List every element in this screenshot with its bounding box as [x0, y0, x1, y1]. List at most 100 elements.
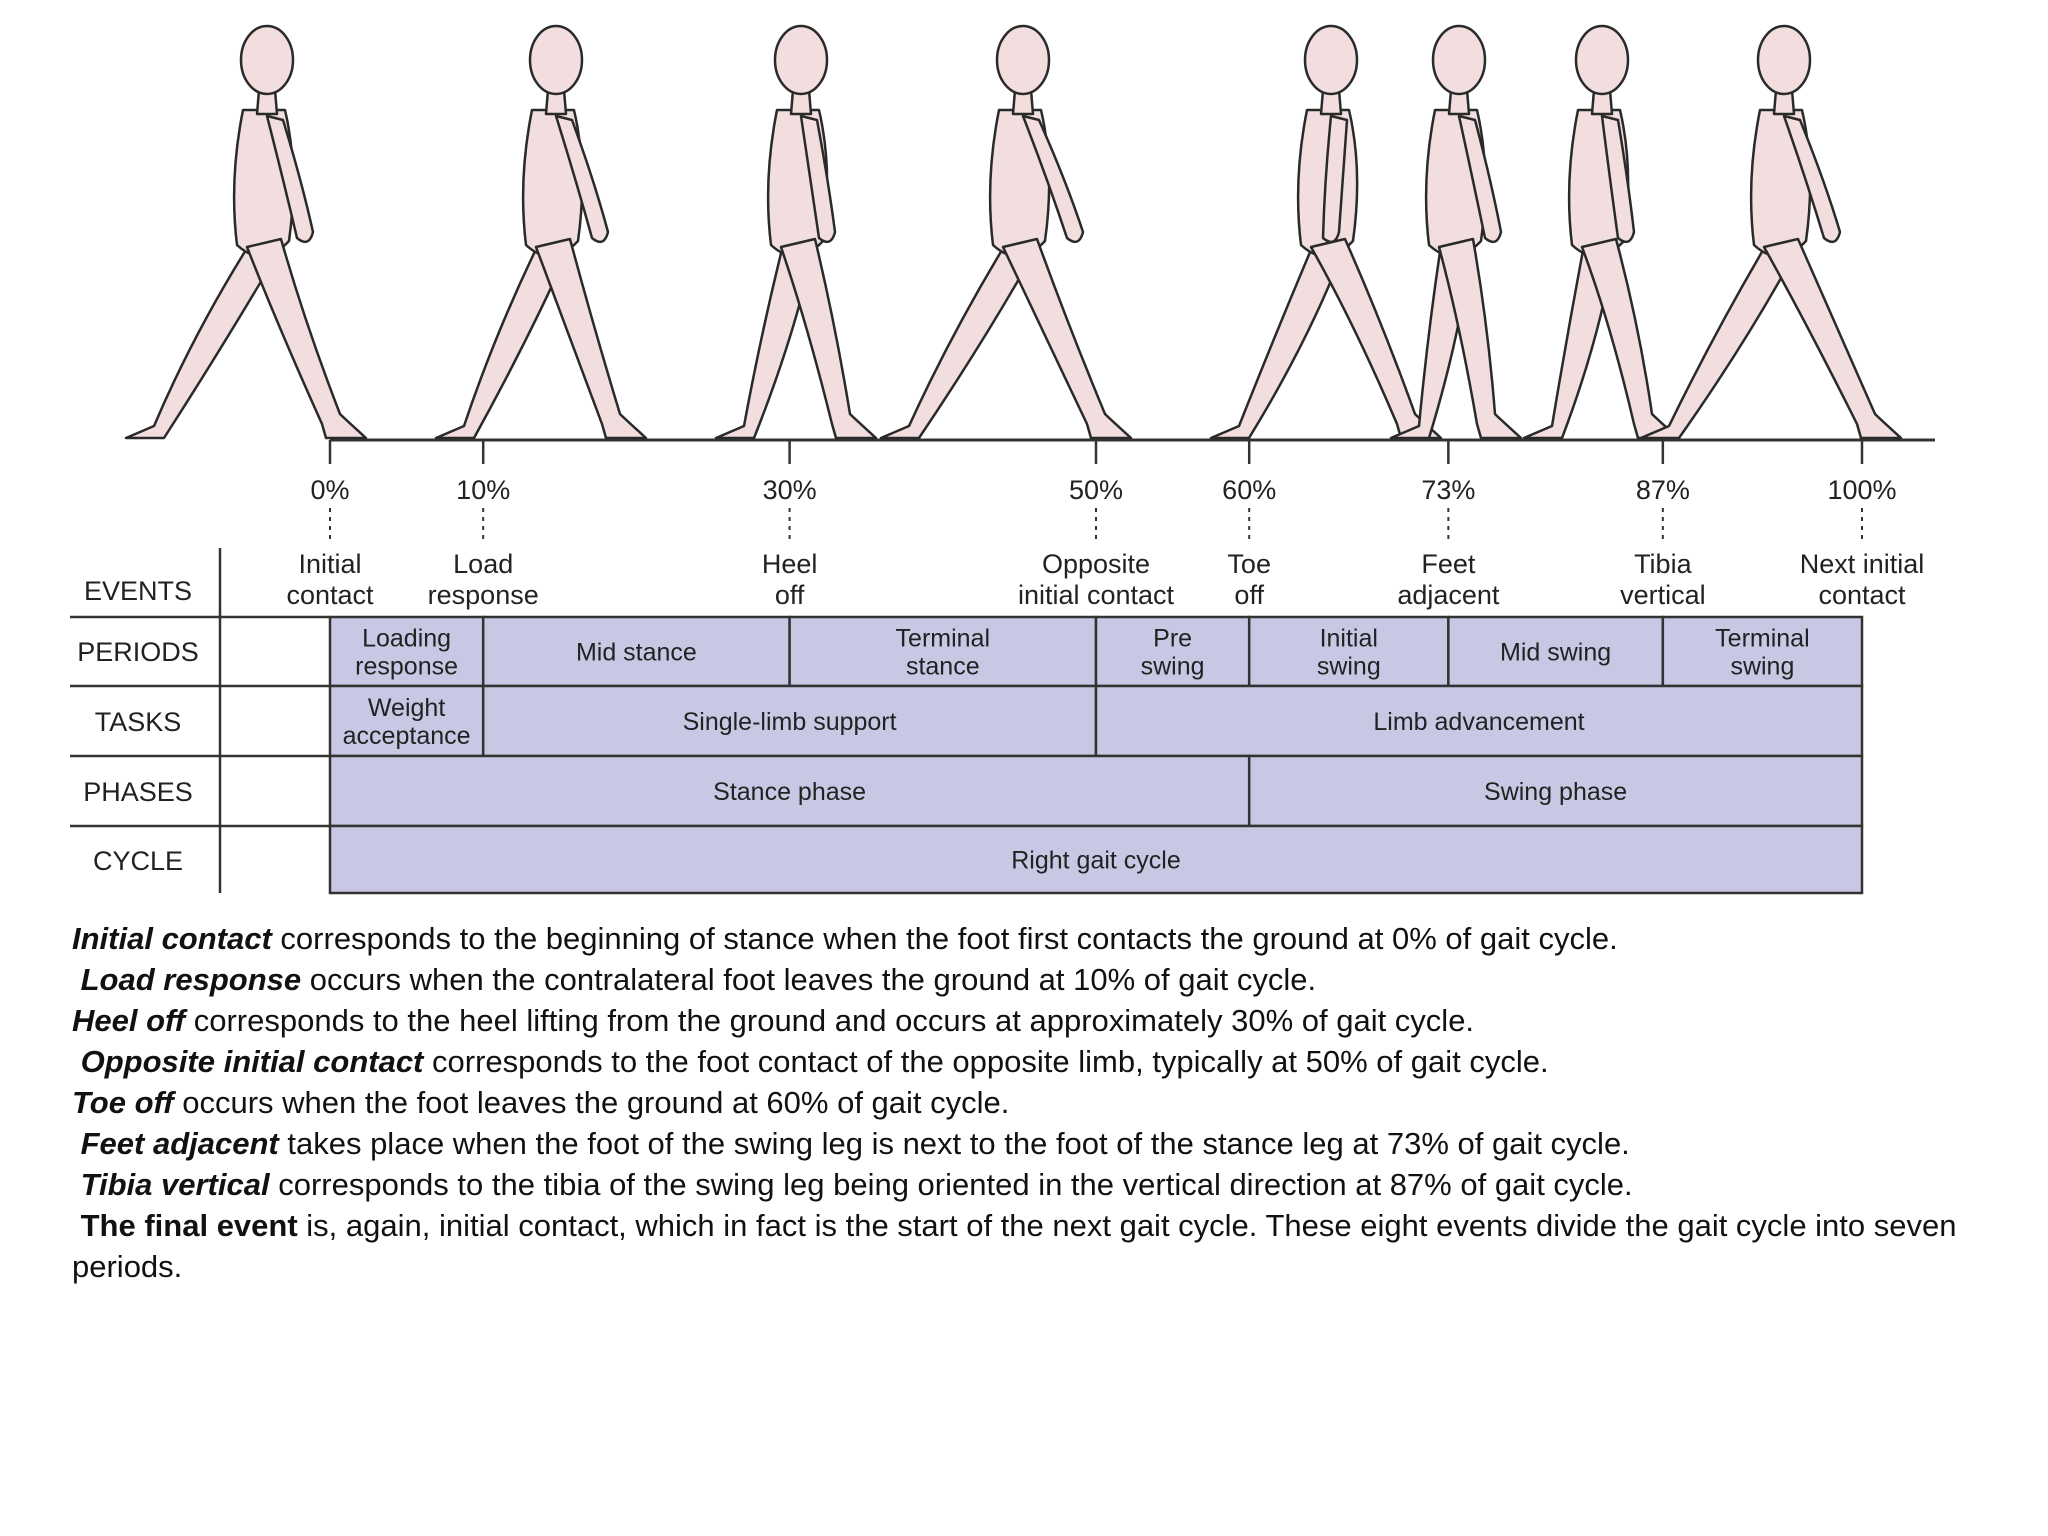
arm [1021, 114, 1085, 244]
arm [1457, 114, 1503, 244]
caption-term: Initial contact [72, 921, 272, 956]
caption-line: Toe off occurs when the foot leaves the … [72, 1082, 2032, 1123]
arm [1321, 114, 1349, 244]
event-label: Next initial [1800, 549, 1925, 579]
event-label: contact [286, 580, 374, 610]
tasks-label: Limb advancement [1373, 708, 1584, 736]
arm [265, 114, 315, 244]
walking-figure [1522, 24, 1680, 440]
caption-desc: corresponds to the heel lifting from the… [185, 1003, 1475, 1038]
walking-figures-illustration [124, 24, 1935, 442]
periods-cell [481, 615, 791, 688]
caption-line: The final event is, again, initial conta… [72, 1205, 2032, 1287]
head [773, 24, 829, 96]
periods-cell [328, 615, 485, 688]
row-label: PHASES [83, 777, 193, 807]
periods-label: Pre [1153, 625, 1192, 653]
front-leg [1580, 237, 1680, 440]
periods-label: Mid stance [576, 639, 697, 667]
event-label: contact [1818, 580, 1906, 610]
percent-label: 10% [456, 475, 510, 505]
back-leg [124, 243, 281, 440]
event-label: Initial [298, 549, 361, 579]
walking-figure [434, 24, 648, 440]
gait-cycle-diagram: 0%10%30%50%60%73%87%100%InitialcontactLo… [70, 440, 1925, 895]
event-label: Load [453, 549, 513, 579]
caption-desc: corresponds to the foot contact of the o… [423, 1044, 1549, 1079]
caption-desc: corresponds to the beginning of stance w… [271, 921, 1618, 956]
caption-desc: is, again, initial contact, which in fac… [72, 1208, 1957, 1284]
head [995, 24, 1051, 96]
caption-term: Tibia vertical [80, 1167, 270, 1202]
arm [1782, 114, 1842, 244]
periods-label: Loading [362, 625, 451, 653]
back-leg [434, 243, 570, 440]
periods-cell [1661, 615, 1864, 688]
percent-label: 87% [1636, 475, 1690, 505]
periods-label: Initial [1320, 625, 1378, 653]
periods-label: response [355, 653, 458, 681]
periods-label: stance [906, 653, 980, 681]
cycle-label: Right gait cycle [1011, 847, 1181, 875]
walking-figure [1639, 24, 1903, 440]
caption-desc: occurs when the foot leaves the ground a… [173, 1085, 1010, 1120]
percent-label: 73% [1421, 475, 1475, 505]
percent-label: 50% [1069, 475, 1123, 505]
caption-line: Heel off corresponds to the heel lifting… [72, 1000, 2032, 1041]
periods-label: swing [1730, 653, 1794, 681]
arm [799, 114, 837, 244]
event-label: Toe [1227, 549, 1271, 579]
phases-label: Swing phase [1484, 778, 1627, 806]
caption-line: Initial contact corresponds to the begin… [72, 918, 2032, 959]
front-leg [245, 237, 368, 440]
event-label: off [1234, 580, 1264, 610]
event-label: Feet [1421, 549, 1476, 579]
head [1431, 24, 1487, 96]
head [1303, 24, 1359, 96]
phases-cell [1247, 754, 1864, 828]
caption-desc: corresponds to the tibia of the swing le… [269, 1167, 1633, 1202]
head [528, 24, 584, 96]
back-leg [1639, 243, 1798, 440]
percent-label: 0% [310, 475, 349, 505]
walking-figure [124, 24, 368, 440]
event-label: Tibia [1634, 549, 1693, 579]
event-label: off [775, 580, 805, 610]
caption-term: Feet adjacent [80, 1126, 279, 1161]
percent-label: 60% [1222, 475, 1276, 505]
caption-term: Heel off [72, 1003, 186, 1038]
caption-text: Initial contact corresponds to the begin… [72, 918, 2032, 1287]
event-label: adjacent [1397, 580, 1500, 610]
event-label: response [428, 580, 539, 610]
caption-line: Opposite initial contact corresponds to … [72, 1041, 2032, 1082]
head [239, 24, 295, 96]
tasks-label: Weight [368, 694, 445, 722]
head [1574, 24, 1630, 96]
caption-desc: takes place when the foot of the swing l… [278, 1126, 1630, 1161]
event-label: Opposite [1042, 549, 1150, 579]
arm [1600, 114, 1636, 244]
arm [554, 114, 610, 244]
cycle-cell [328, 824, 1864, 895]
periods-label: swing [1141, 653, 1205, 681]
caption-line: Feet adjacent takes place when the foot … [72, 1123, 2032, 1164]
front-leg [1001, 237, 1133, 440]
front-leg [534, 237, 648, 440]
periods-label: Terminal [896, 625, 990, 653]
walking-figure [714, 24, 878, 440]
head [1756, 24, 1812, 96]
row-label: EVENTS [84, 576, 192, 606]
front-leg [779, 237, 878, 440]
event-label: initial contact [1018, 580, 1175, 610]
back-leg [1209, 243, 1345, 440]
tasks-label: Single-limb support [683, 708, 897, 736]
caption-term: Opposite initial contact [80, 1044, 424, 1079]
tasks-label: acceptance [343, 722, 471, 750]
back-leg [879, 243, 1037, 440]
walking-figure [1389, 24, 1523, 440]
phases-cell [328, 754, 1251, 828]
caption-term: Load response [80, 962, 302, 997]
caption-term: Toe off [72, 1085, 174, 1120]
periods-label: Mid swing [1500, 639, 1611, 667]
percent-label: 100% [1827, 475, 1896, 505]
